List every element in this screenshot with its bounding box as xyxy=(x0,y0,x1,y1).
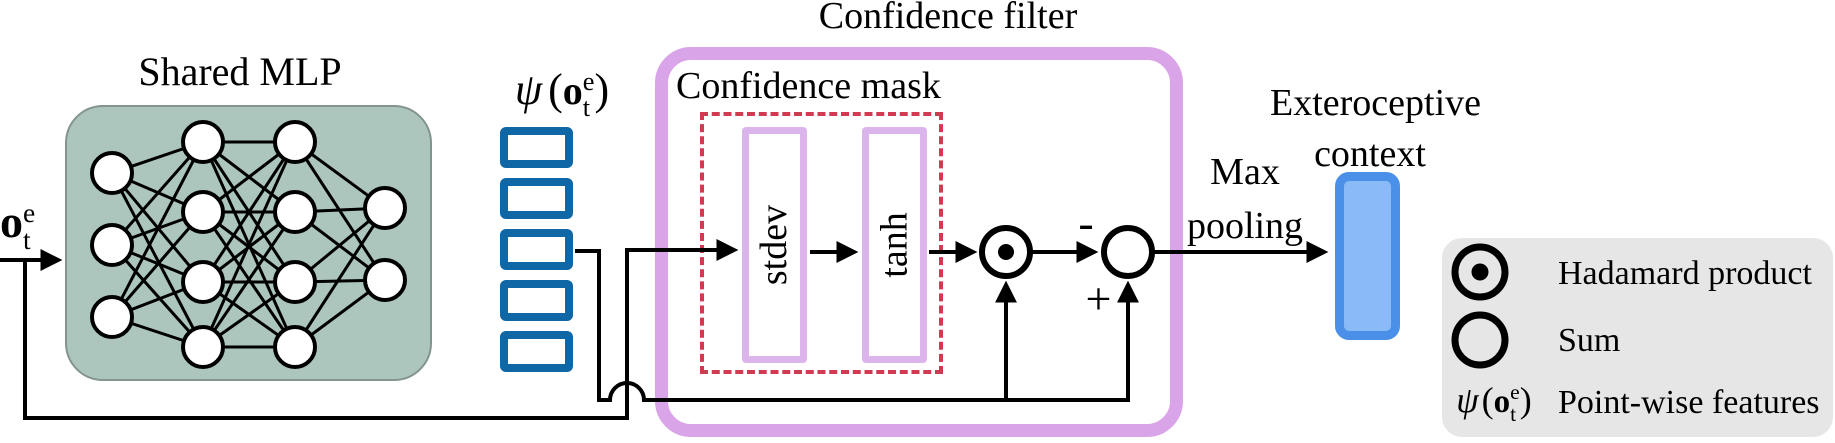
legend-item-label: Point-wise features xyxy=(1558,384,1820,421)
exteroceptive-context-rect xyxy=(1335,172,1400,340)
confidence-filter-title: Confidence filter xyxy=(818,0,1078,37)
stdev-label: stdev xyxy=(753,204,796,286)
exteroceptive-context-label: Exteroceptive context xyxy=(1270,82,1482,175)
shared-mlp-box xyxy=(65,105,432,381)
legend-item-label: Hadamard product xyxy=(1558,255,1812,292)
minus-sign: - xyxy=(1078,197,1094,248)
feature-cell xyxy=(500,229,573,270)
max-pooling-label: Max pooling xyxy=(1186,151,1304,247)
tanh-label: tanh xyxy=(873,212,916,278)
feature-cell xyxy=(500,127,573,168)
feature-cell xyxy=(500,331,573,372)
feature-cell xyxy=(500,178,573,219)
confidence-filter-box xyxy=(655,47,1183,437)
shared-mlp-title: Shared MLP xyxy=(138,49,342,94)
confidence-mask-title: Confidence mask xyxy=(676,65,941,107)
plus-sign: + xyxy=(1085,273,1112,324)
stdev-label-wrap: stdev xyxy=(742,127,807,363)
feature-cell xyxy=(500,280,573,321)
tanh-label-wrap: tanh xyxy=(862,127,927,363)
legend-item-label: Sum xyxy=(1558,322,1621,359)
